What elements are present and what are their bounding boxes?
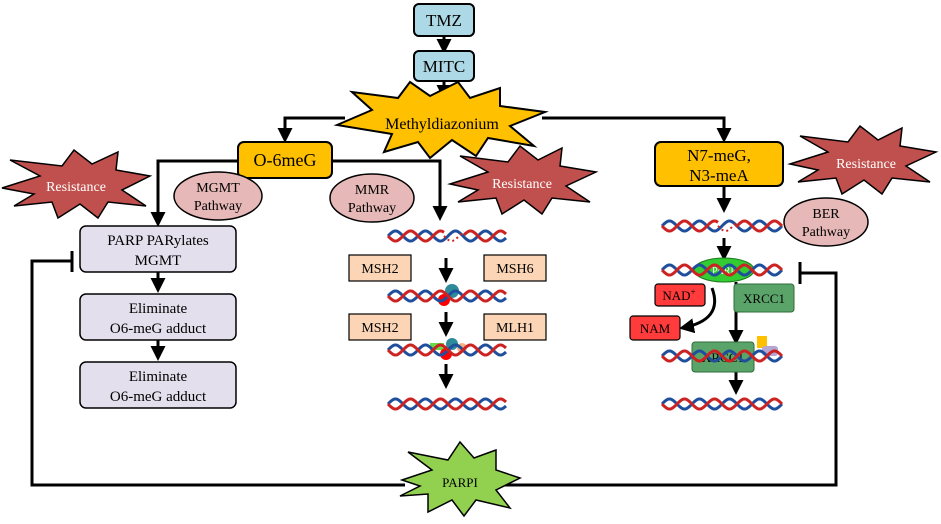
mmr-pathway-ellipse: [329, 173, 415, 223]
eliminate-adduct-box-1: [79, 293, 237, 341]
methyldiazonium-burst: [333, 80, 549, 160]
ber-dna-damaged: [660, 219, 784, 233]
msh2-box-top: [348, 254, 412, 282]
mitc-box: [413, 50, 475, 82]
dna-strand-red: [386, 289, 508, 303]
nad-superscript: +: [691, 287, 696, 297]
arrow-methyldiazonium-to-o6meg: [277, 116, 345, 143]
eliminate-adduct-box-2: [79, 361, 237, 409]
resistance-burst-right: Resistance: [787, 124, 939, 196]
xrcc1-box-top: [733, 283, 795, 313]
mmr-pathway-label-line2: Pathway: [348, 201, 396, 216]
mmr-dna-step2: [386, 343, 508, 357]
arrow-nad-to-nam: [679, 287, 717, 334]
parp-parylates-label-line2: MGMT: [135, 253, 182, 269]
parpi-burst: [399, 440, 522, 518]
tmz-box: [413, 3, 475, 37]
parpi-label: PARPI: [442, 475, 478, 490]
dna-lesion-gap: [443, 230, 465, 242]
msh6-box: [483, 254, 547, 282]
msh2-label-top: MSH2: [361, 262, 398, 277]
ber-dna-repaired: [660, 397, 784, 411]
mmr-pathway-label-line1: MMR: [355, 183, 390, 198]
dna-strand-red: [660, 349, 784, 363]
nad-base: NAD: [662, 288, 690, 303]
eliminate-1-label-line1: Eliminate: [129, 301, 188, 317]
arrow-o6meg-to-mgmt: [150, 159, 238, 227]
eliminate-2-label-line1: Eliminate: [129, 369, 188, 385]
tmz-label: TMZ: [426, 11, 462, 30]
arrow-methyldiazonium-to-n7meg: [542, 116, 732, 143]
dna-lesion-gap: [717, 222, 737, 232]
ber-dna-parp-bound: [660, 263, 784, 277]
eliminate-2-label-line2: O6-meG adduct: [110, 389, 207, 405]
resistance-burst-left: Resistance: [1, 148, 153, 220]
resistance-burst-mid: Resistance: [447, 144, 599, 216]
nad-box: [654, 283, 706, 307]
n7meg-box: [654, 141, 784, 187]
resistance-label-right: Resistance: [836, 157, 896, 172]
nam-label: NAM: [640, 321, 671, 336]
mgmt-pathway-ellipse: [173, 171, 263, 221]
dna-strand-red: [660, 397, 784, 411]
dna-layer: [386, 219, 784, 411]
dna-strand-red: [386, 343, 508, 357]
n7meg-label-line2: N3-meA: [689, 166, 749, 185]
ber-pathway-label-line2: Pathway: [802, 225, 850, 240]
mmr-dna-repaired: [386, 397, 508, 411]
mgmt-pathway-label-line1: MGMT: [196, 181, 240, 196]
msh2-box-bottom: [348, 313, 412, 341]
ber-dna-xrcc1-bound: [660, 349, 784, 363]
eliminate-1-label-line2: O6-meG adduct: [110, 321, 207, 337]
dna-strand-red: [660, 219, 784, 233]
mmr-dna-step1: [386, 289, 508, 303]
o6meg-box: [237, 141, 333, 179]
dna-strand-blue: [660, 219, 784, 233]
parp-parylates-mgmt-box: [79, 225, 237, 273]
xrcc1-label-top: XRCC1: [743, 291, 785, 306]
n7meg-label-line1: N7-meG,: [687, 146, 751, 165]
nam-box: [629, 315, 681, 341]
ber-pathway-ellipse: [783, 197, 869, 247]
mlh1-label: MLH1: [496, 321, 534, 336]
nad-label: NAD+: [662, 287, 695, 303]
dna-strand-blue: [386, 229, 508, 243]
inhibition-line-left: [30, 259, 405, 487]
resistance-label-left: Resistance: [46, 180, 106, 195]
parp-parylates-label-line1: PARP PARylates: [107, 233, 209, 249]
msh6-label: MSH6: [496, 262, 533, 277]
resistance-label-mid: Resistance: [492, 177, 552, 192]
ber-repair-complex: [757, 336, 778, 356]
msh2-label-bottom: MSH2: [361, 321, 398, 336]
mlh1-box: [483, 313, 547, 341]
dna-strand-red: [386, 229, 508, 243]
inhibition-line-right: [500, 271, 838, 487]
ber-pathway-label-line1: BER: [812, 207, 840, 222]
mmr-dna-damaged: [386, 229, 508, 243]
arrow-o6meg-to-mmr: [332, 159, 448, 221]
mgmt-pathway-label-line2: Pathway: [194, 199, 242, 214]
mitc-label: MITC: [423, 57, 466, 76]
dna-strand-red: [386, 397, 508, 411]
o6meg-label: O-6meG: [254, 150, 317, 170]
dna-strand-red: [660, 263, 784, 277]
methyldiazonium-label: Methyldiazonium: [385, 116, 499, 133]
